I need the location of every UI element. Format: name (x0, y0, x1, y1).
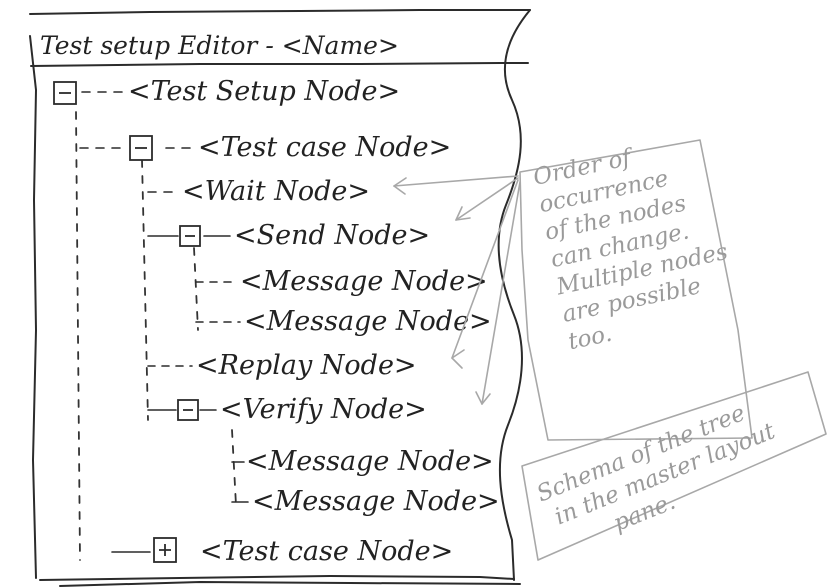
tree-node-label: <Wait Node> (182, 176, 370, 207)
tree-node-label: <Test case Node> (198, 132, 451, 163)
tree-node-message[interactable]: <Message Node> (244, 306, 492, 337)
order-note: Order of occurrence of the nodes can cha… (519, 139, 753, 441)
schema-note-box (521, 371, 827, 561)
schema-note: Schema of the tree in the master layout … (521, 371, 827, 561)
order-note-box (519, 139, 753, 441)
tree-node-verify[interactable]: <Verify Node> (177, 394, 427, 425)
tree-node-wait[interactable]: <Wait Node> (182, 176, 370, 207)
collapse-toggle-icon[interactable] (129, 135, 153, 161)
tree-node-label: <Replay Node> (196, 350, 417, 381)
tree-node-label: <Test Setup Node> (128, 76, 400, 107)
note-arrows (393, 175, 521, 405)
collapse-toggle-icon[interactable] (179, 225, 201, 247)
tree-node-label: <Message Node> (252, 486, 500, 517)
tree-node-message[interactable]: <Message Node> (252, 486, 500, 517)
tree-node-test-case[interactable]: <Test case Node> (153, 536, 453, 567)
tree-node-test-case[interactable]: <Test case Node> (129, 132, 451, 163)
collapse-toggle-icon[interactable] (53, 81, 77, 105)
tree-node-label: <Message Node> (246, 446, 494, 477)
tree-node-label: <Test case Node> (200, 536, 453, 567)
tree-node-test-setup[interactable]: <Test Setup Node> (53, 76, 400, 107)
tree-node-label: <Message Node> (240, 266, 488, 297)
expand-toggle-icon[interactable] (153, 537, 177, 563)
tree-node-message[interactable]: <Message Node> (240, 266, 488, 297)
tree-node-label: <Send Node> (234, 220, 430, 251)
tree-node-label: <Verify Node> (220, 394, 427, 425)
tree-node-replay[interactable]: <Replay Node> (196, 350, 417, 381)
collapse-toggle-icon[interactable] (177, 399, 199, 421)
window-title: Test setup Editor - <Name> (40, 31, 399, 60)
editor-window-frame (29, 9, 531, 587)
tree-node-label: <Message Node> (244, 306, 492, 337)
tree-node-send[interactable]: <Send Node> (179, 220, 430, 251)
tree-connectors (75, 91, 249, 561)
tree-node-message[interactable]: <Message Node> (246, 446, 494, 477)
